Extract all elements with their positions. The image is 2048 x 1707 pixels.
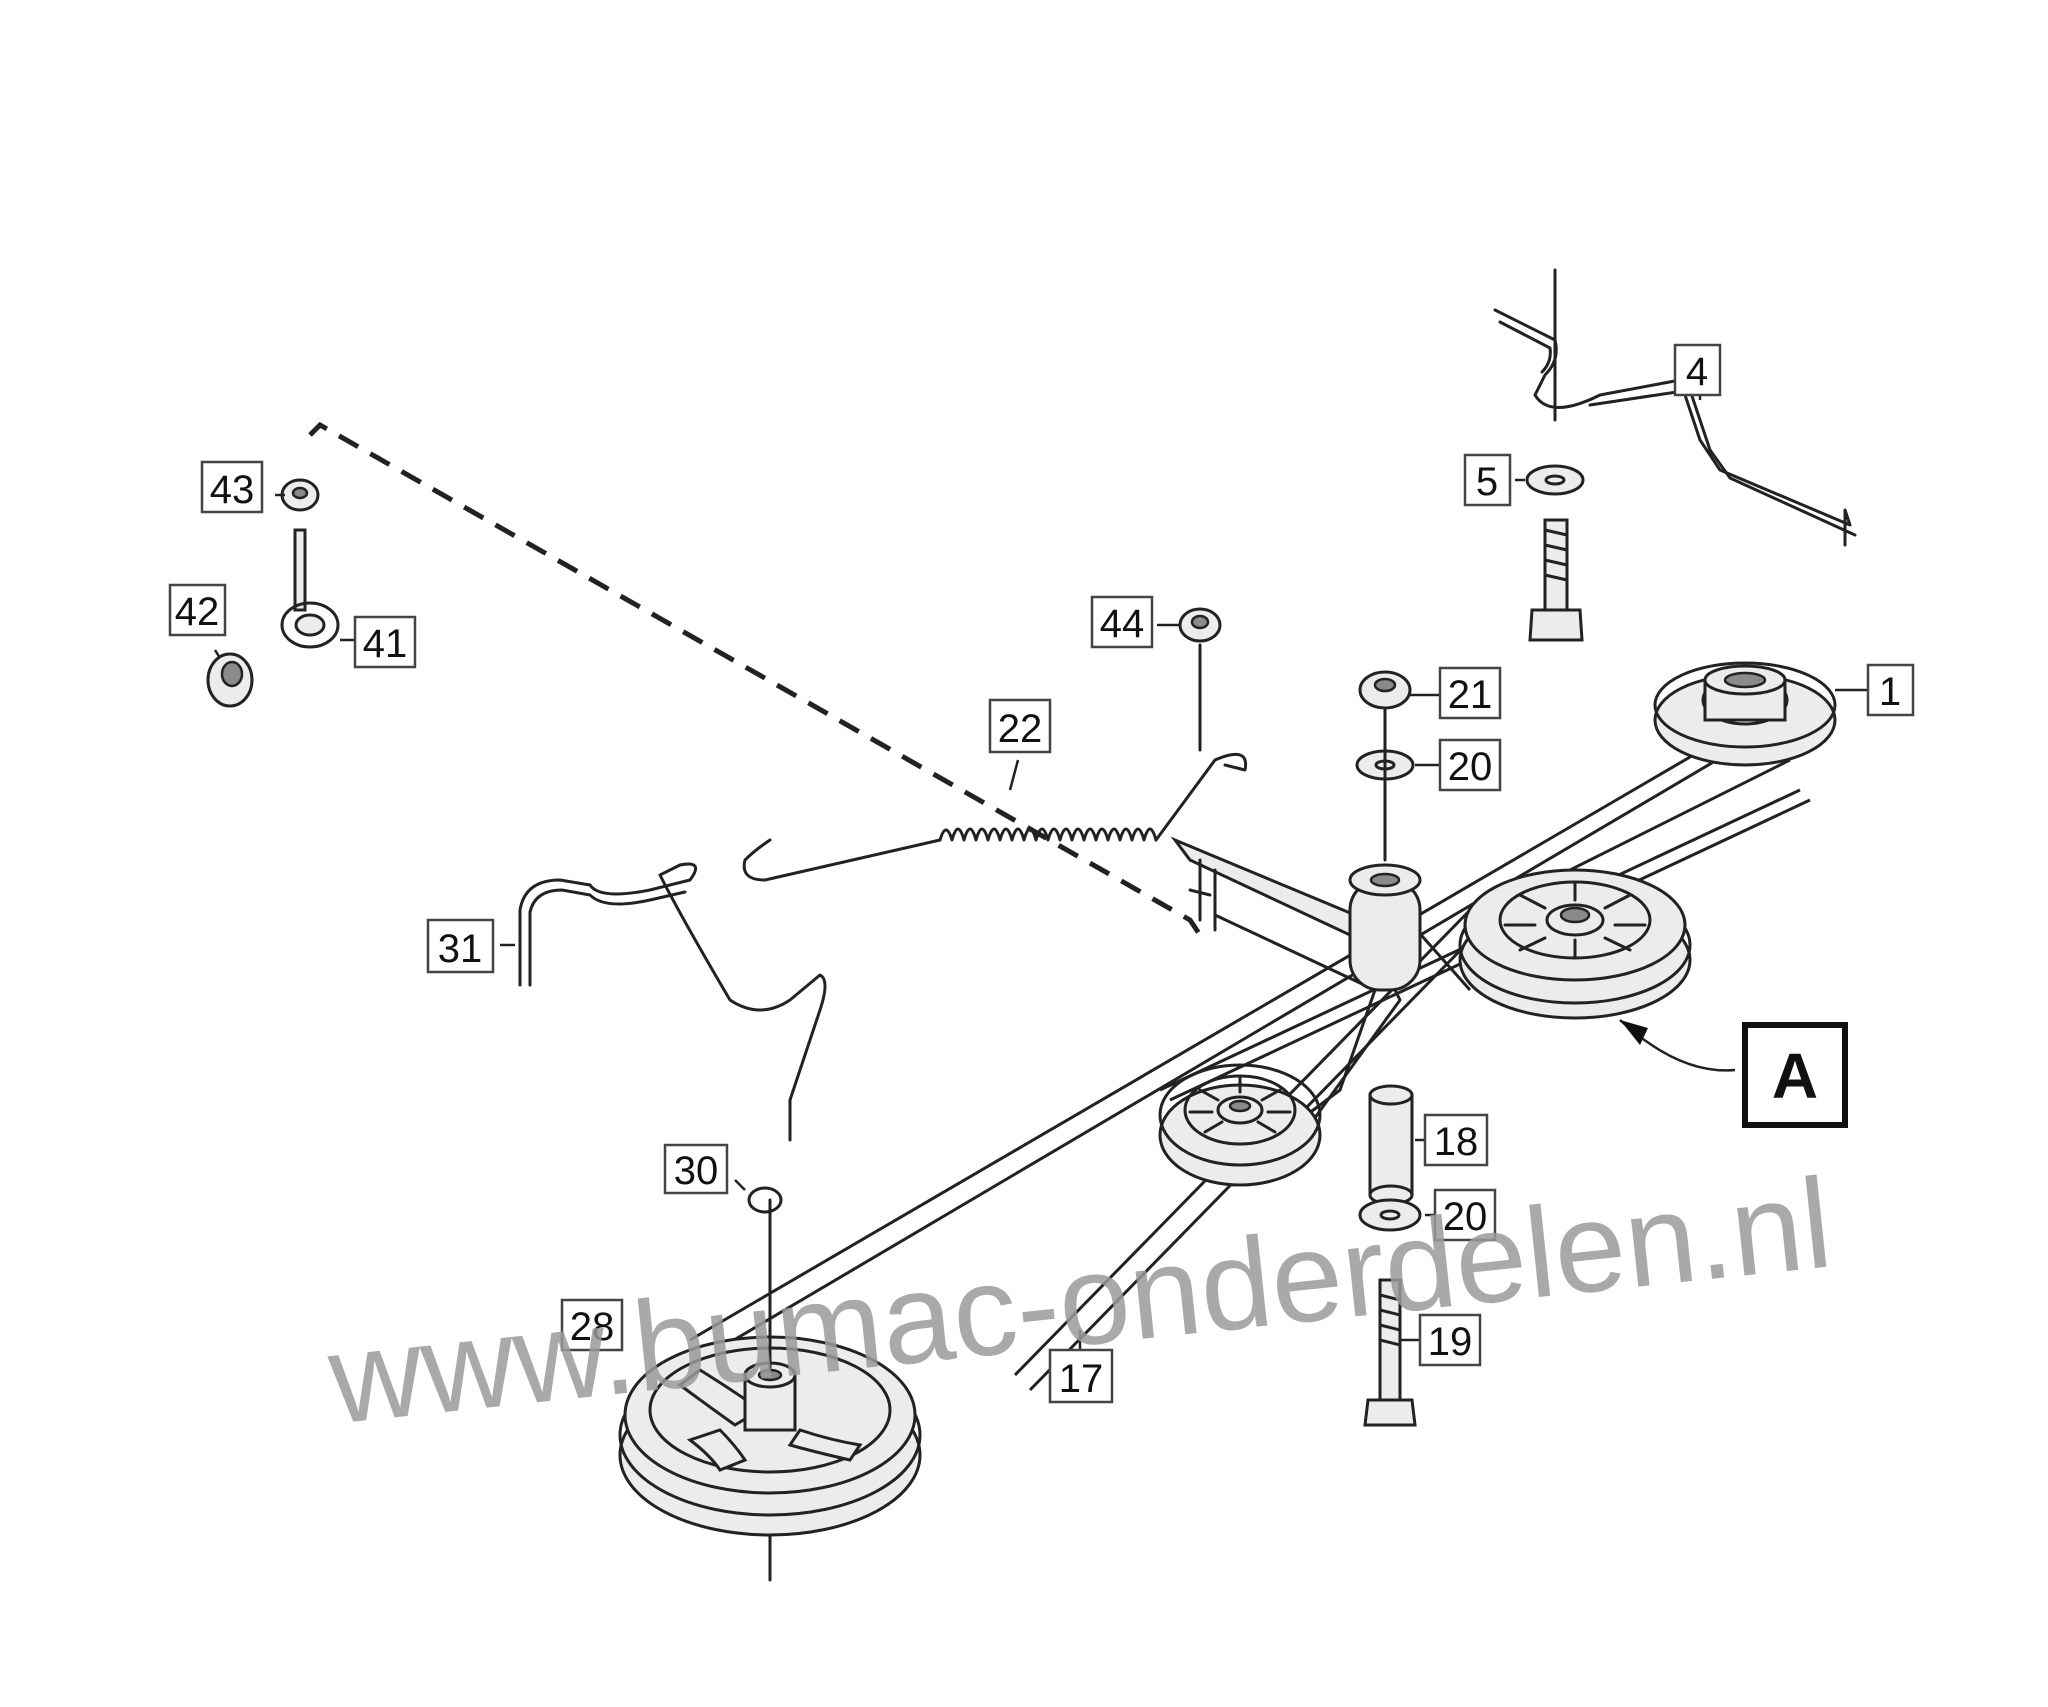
svg-text:21: 21 [1448, 673, 1493, 717]
callout-1: 1 [1866, 663, 1915, 717]
svg-text:31: 31 [438, 927, 483, 971]
svg-text:20: 20 [1443, 1195, 1488, 1239]
callout-44: 44 [1090, 595, 1154, 649]
svg-text:28: 28 [570, 1305, 615, 1349]
idler-arm-bracket [1170, 836, 1422, 1182]
svg-text:43: 43 [210, 468, 255, 512]
detail-label-a: A [1742, 1022, 1848, 1128]
callout-22: 22 [988, 698, 1052, 754]
callout-20-top: 20 [1438, 738, 1502, 792]
svg-text:1: 1 [1879, 670, 1901, 714]
svg-text:22: 22 [998, 707, 1043, 751]
svg-text:18: 18 [1434, 1120, 1479, 1164]
callout-18: 18 [1423, 1113, 1489, 1167]
callout-4: 4 [1673, 343, 1722, 397]
washer-20-bottom [1358, 1198, 1422, 1232]
svg-text:20: 20 [1448, 745, 1493, 789]
spacer-18 [1368, 1084, 1414, 1206]
callout-17: 17 [1048, 1348, 1114, 1404]
svg-text:30: 30 [674, 1149, 719, 1193]
eye-bolt-41 [280, 528, 340, 649]
watermark: www.bumac-onderdelen.nl [322, 1152, 1838, 1452]
callout-5: 5 [1463, 453, 1512, 507]
svg-text:19: 19 [1428, 1320, 1473, 1364]
callout-30: 30 [663, 1143, 729, 1195]
svg-text:www.bumac-onderdelen.nl: www.bumac-onderdelen.nl [322, 1152, 1838, 1452]
tension-spring-22 [742, 752, 1248, 932]
bolt-19 [1363, 1278, 1417, 1427]
svg-text:4: 4 [1686, 350, 1708, 394]
callout-43: 43 [200, 460, 264, 514]
callout-21: 21 [1438, 666, 1502, 720]
washer-5 [1525, 464, 1585, 496]
arrowhead-icon [1620, 1020, 1648, 1045]
drive-pulley-1 [1653, 661, 1837, 767]
callout-41: 41 [353, 615, 417, 669]
callout-28: 28 [560, 1298, 624, 1352]
nut-21 [1358, 670, 1412, 710]
nut-43 [280, 478, 320, 512]
nut-44 [1178, 607, 1222, 752]
svg-text:A: A [1772, 1040, 1818, 1112]
callout-20-bottom: 20 [1433, 1188, 1497, 1242]
svg-text:17: 17 [1059, 1357, 1104, 1401]
cable-path [308, 421, 1203, 937]
idler-pulley-small [1158, 1063, 1322, 1187]
svg-text:41: 41 [363, 622, 408, 666]
svg-text:42: 42 [175, 590, 220, 634]
idler-pulley-large [1458, 868, 1692, 1020]
svg-text:5: 5 [1476, 460, 1498, 504]
lever-rod-31 [518, 862, 827, 1142]
lever-rod-4 [1493, 268, 1857, 547]
clip-30 [747, 1186, 783, 1372]
callout-42: 42 [168, 583, 227, 637]
bushing-42 [206, 652, 254, 708]
blade-pulley-28 [618, 1335, 922, 1582]
bolt-5 [1528, 518, 1584, 642]
callout-31: 31 [426, 918, 495, 974]
svg-text:44: 44 [1100, 602, 1145, 646]
callout-19: 19 [1418, 1313, 1482, 1367]
